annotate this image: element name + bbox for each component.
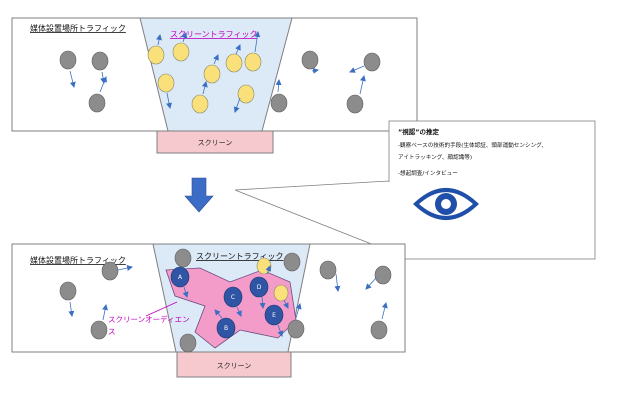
audience-label-line1: スクリーンオーディエン (108, 314, 190, 324)
top-yellow-arrows (156, 31, 261, 113)
audience-node-c: C (223, 286, 243, 308)
audience-node-d-label: D (257, 284, 262, 291)
callout: ”視認”の推定 -観察ベースの技術的手段(生体認証、頭部運動センシング、 アイト… (234, 120, 596, 260)
down-arrow (184, 177, 214, 213)
bottom-screen (176, 351, 292, 378)
bottom-inner-arrows (182, 265, 289, 337)
callout-box (388, 120, 596, 260)
audience-node-a-label: A (178, 274, 183, 281)
audience-node-b-label: B (224, 325, 228, 332)
eye-icon (413, 188, 479, 220)
top-yellow-viewers (147, 42, 262, 114)
top-gray-arrows (69, 65, 366, 95)
top-venue-label: 媒体設置場所トラフィック (30, 23, 126, 33)
bottom-venue-label: 媒体設置場所トラフィック (30, 255, 126, 265)
callout-title: ”視認”の推定 (398, 127, 440, 136)
top-gray-people (59, 50, 381, 114)
audience-label-line2: ス (108, 327, 116, 336)
top-screen-traffic-label: スクリーントラフィック (170, 30, 257, 39)
bottom-gray-arrows (68, 265, 388, 321)
callout-pointer (234, 180, 390, 252)
bottom-screen-label: スクリーン (217, 362, 252, 370)
audience-node-e-label: E (272, 312, 276, 319)
audience-node-a: A (170, 266, 190, 288)
top-screen-label: スクリーン (198, 139, 233, 147)
bottom-screen-traffic-label: スクリーントラフィック (196, 252, 283, 261)
audience-node-d: D (249, 276, 269, 298)
audience-node-e: E (264, 304, 284, 326)
callout-line3: -想起調査/インタビュー (398, 169, 458, 177)
bottom-gray-people (59, 248, 392, 353)
top-panel: スクリーン 媒体設置場所トラフィック スクリーントラフィック (11, 17, 418, 154)
callout-line2: アイトラッキング、顔認識等) (398, 153, 472, 161)
bottom-panel: スクリーン 媒体設置場所トラフィック スクリーントラフィック (11, 243, 406, 378)
audience-node-b: B (216, 317, 236, 339)
audience-node-c-label: C (231, 294, 235, 301)
callout-line1: -観察ベースの技術的手段(生体認証、頭部運動センシング、 (398, 141, 547, 149)
audience-leader-line (145, 301, 178, 317)
top-screen (156, 130, 274, 154)
